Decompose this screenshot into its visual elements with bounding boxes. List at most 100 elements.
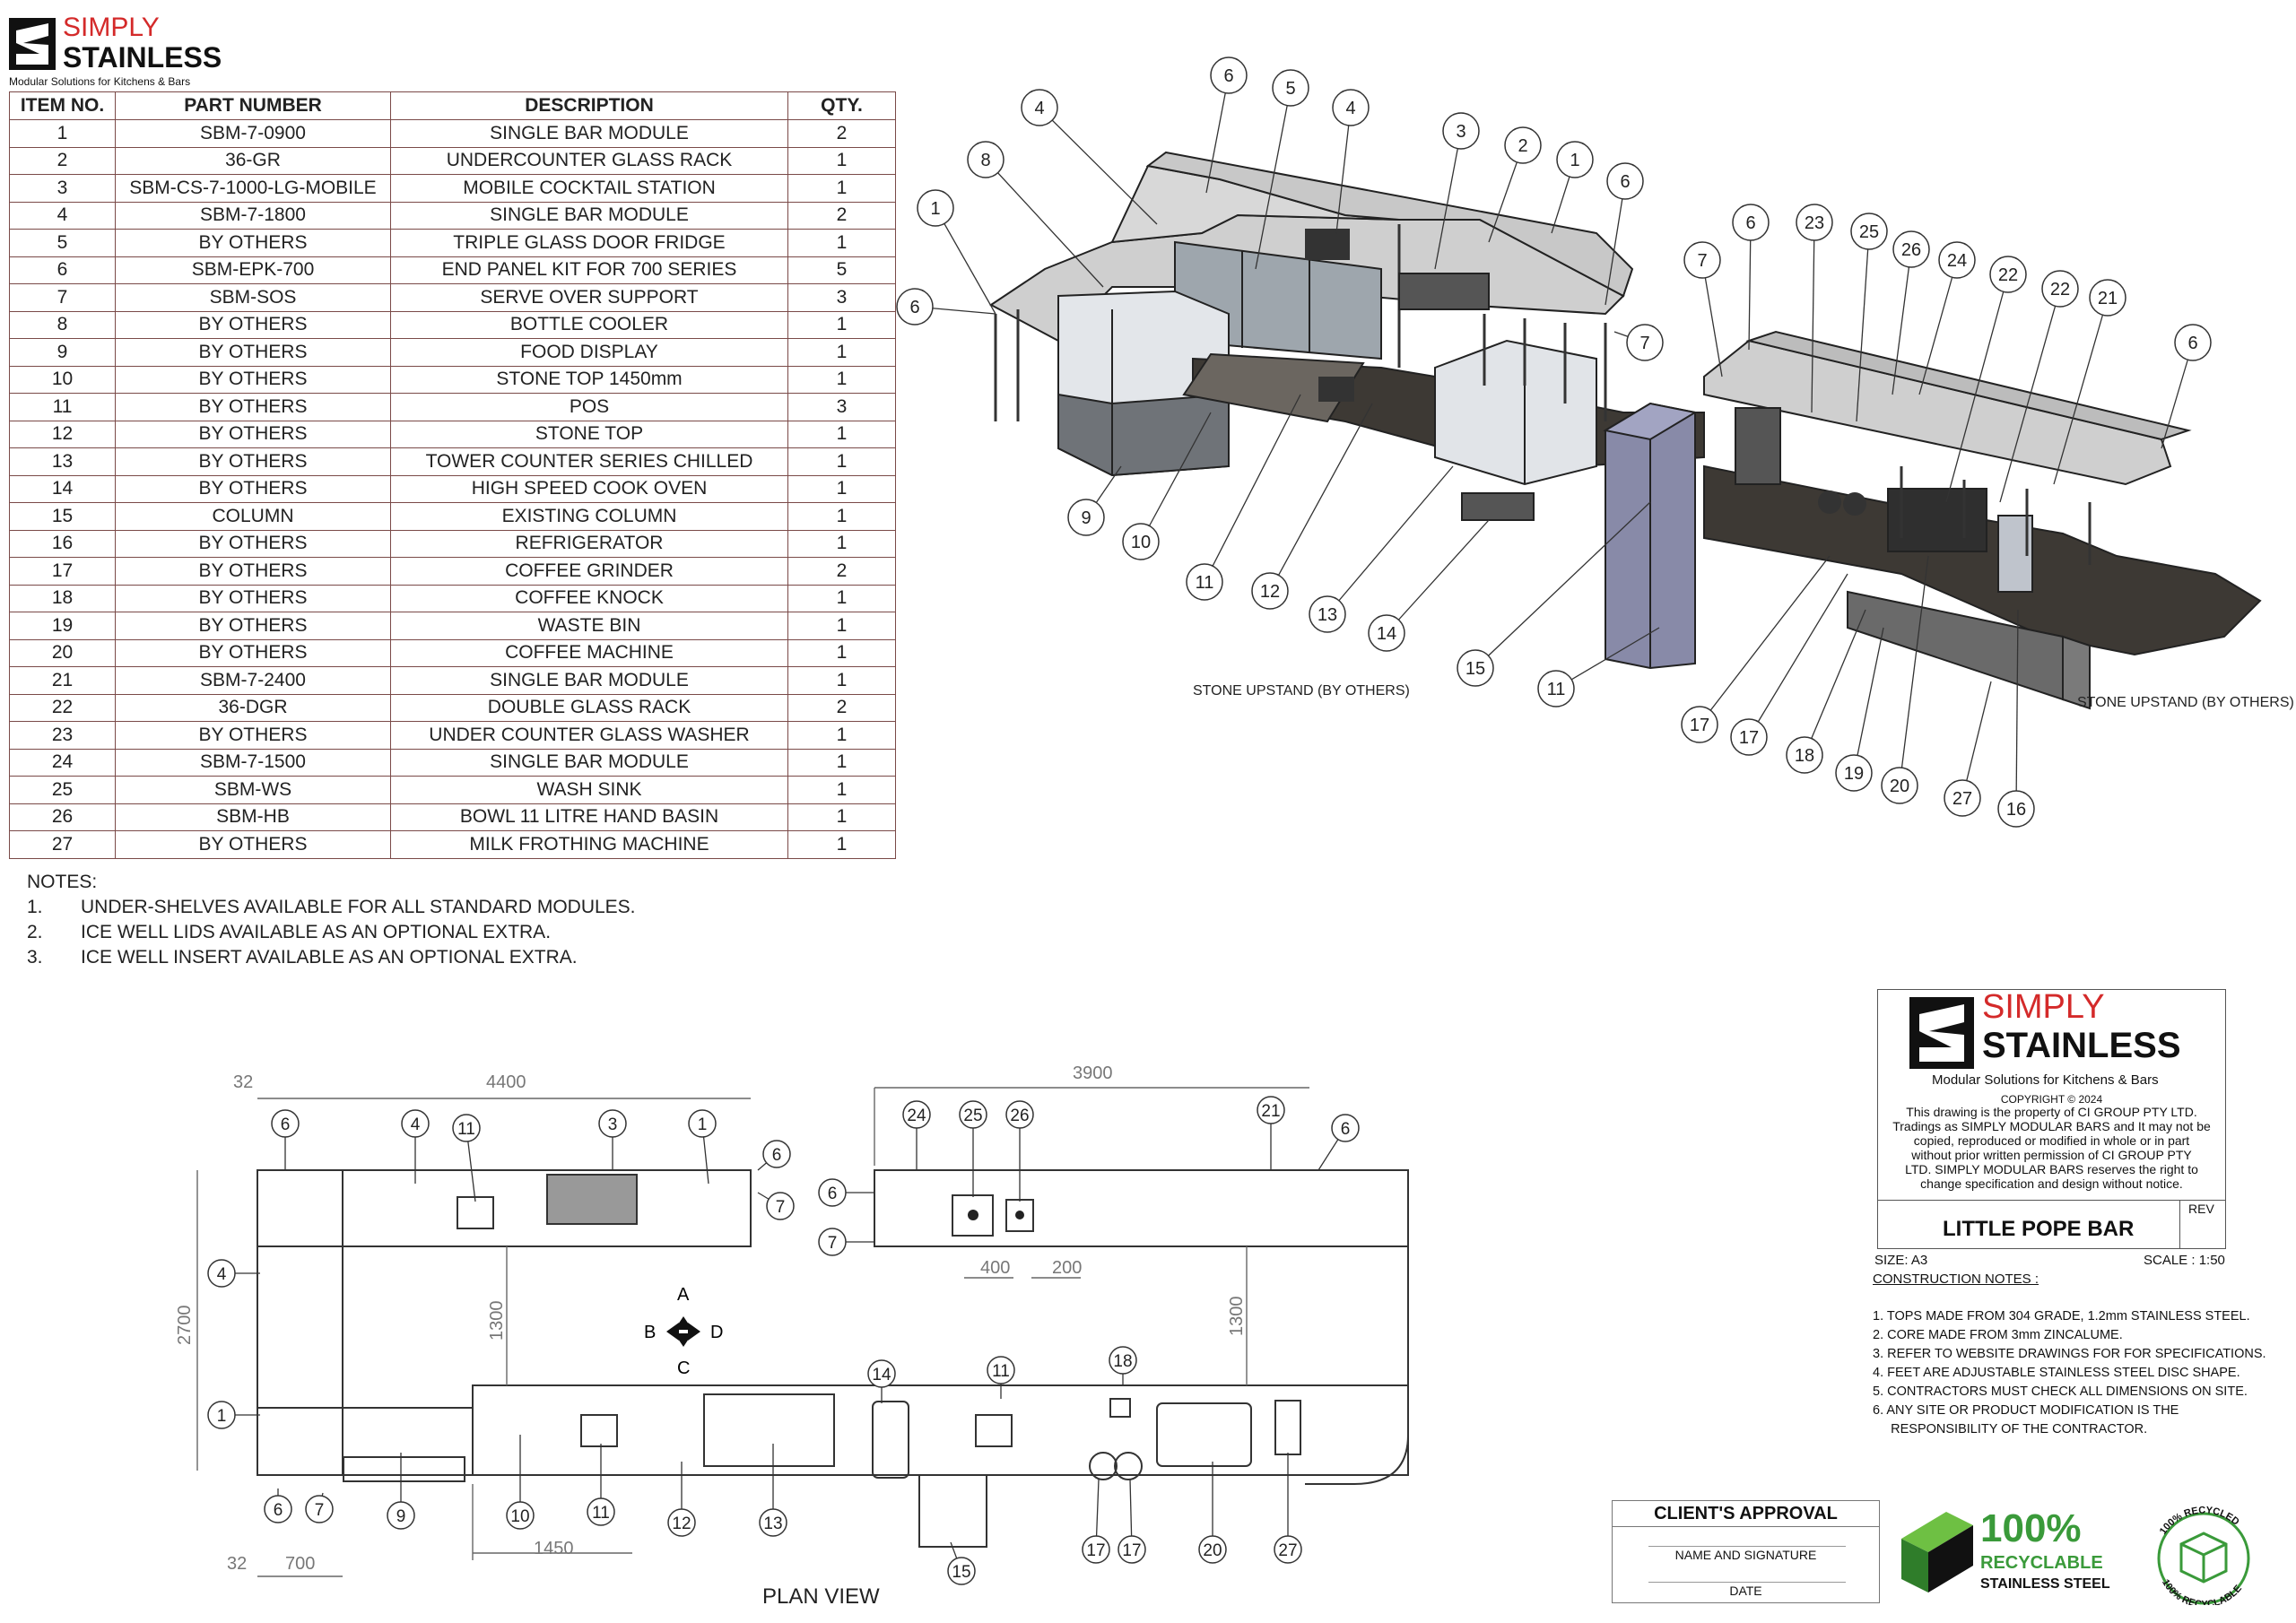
callout-balloon: 11 bbox=[587, 1444, 615, 1526]
logo-name-top: SIMPLY bbox=[63, 13, 160, 42]
dim-bottom-offset: 32 bbox=[227, 1554, 247, 1574]
balloon-label: 11 bbox=[592, 1504, 610, 1523]
balloon-label: 13 bbox=[1318, 605, 1337, 625]
cell-description: END PANEL KIT FOR 700 SERIES bbox=[390, 256, 788, 284]
callout-balloon: 7 bbox=[1683, 241, 1723, 378]
dim-left-width: 4400 bbox=[486, 1072, 526, 1092]
sheet-size: SIZE: A3 bbox=[1874, 1253, 1928, 1268]
balloon-label: 7 bbox=[315, 1501, 325, 1520]
dim-height: 2700 bbox=[175, 1306, 195, 1346]
cell-part-number: BY OTHERS bbox=[115, 420, 391, 448]
balloon-label: 18 bbox=[1113, 1352, 1132, 1371]
balloon-label: 6 bbox=[281, 1115, 291, 1134]
callout-balloon: 20 bbox=[1881, 555, 1929, 804]
balloon-label: 9 bbox=[396, 1507, 406, 1526]
balloon-label: 17 bbox=[1739, 728, 1759, 748]
grinder-icon bbox=[1114, 1452, 1143, 1480]
cell-part-number: SBM-SOS bbox=[115, 283, 391, 312]
balloon-label: 26 bbox=[1010, 1107, 1029, 1125]
balloon-label: 6 bbox=[1620, 172, 1630, 192]
callout-balloon: 7 bbox=[305, 1492, 334, 1523]
callout-balloon: 9 bbox=[1067, 465, 1122, 536]
callout-balloon: 4 bbox=[1021, 89, 1158, 225]
cell-part-number: BY OTHERS bbox=[115, 584, 391, 612]
callout-balloon: 1 bbox=[917, 189, 996, 315]
cell-part-number: BY OTHERS bbox=[115, 830, 391, 859]
cell-description: COFFEE KNOCK bbox=[390, 584, 788, 612]
cell-description: BOTTLE COOLER bbox=[390, 310, 788, 339]
cell-part-number: COLUMN bbox=[115, 502, 391, 531]
cell-qty: 1 bbox=[787, 830, 896, 859]
callout-balloon: 27 bbox=[1274, 1453, 1302, 1564]
project-title: LITTLE POPE BAR bbox=[1943, 1217, 2135, 1241]
callout-balloon: 14 bbox=[1368, 519, 1490, 652]
table-header-row: ITEM NO. PART NUMBER DESCRIPTION QTY. bbox=[9, 91, 896, 120]
callout-balloon: 26 bbox=[1005, 1100, 1034, 1202]
notes: NOTES: 1.UNDER-SHELVES AVAILABLE FOR ALL… bbox=[27, 870, 636, 970]
callout-balloon: 23 bbox=[1796, 204, 1833, 413]
cell-description: TRIPLE GLASS DOOR FRIDGE bbox=[390, 229, 788, 257]
col-part-number: PART NUMBER bbox=[115, 91, 391, 120]
balloon-label: 17 bbox=[1122, 1541, 1141, 1560]
logo-tagline: Modular Solutions for Kitchens & Bars bbox=[9, 75, 191, 88]
balloon-label: 10 bbox=[1131, 533, 1151, 552]
cell-item-no: 7 bbox=[9, 283, 116, 312]
cell-item-no: 6 bbox=[9, 256, 116, 284]
basin-drain-icon bbox=[1015, 1211, 1024, 1219]
cell-description: MILK FROTHING MACHINE bbox=[390, 830, 788, 859]
plan-outline bbox=[257, 1169, 1409, 1548]
balloon-label: 12 bbox=[672, 1515, 691, 1533]
balloon-label: 27 bbox=[1278, 1541, 1297, 1560]
balloon-label: 11 bbox=[1196, 573, 1214, 593]
callout-balloon: 18 bbox=[1109, 1346, 1137, 1385]
cell-part-number: SBM-7-0900 bbox=[115, 119, 391, 148]
cell-description: HIGH SPEED COOK OVEN bbox=[390, 474, 788, 503]
balloon-label: 25 bbox=[963, 1107, 982, 1125]
cell-description: UNDER COUNTER GLASS WASHER bbox=[390, 721, 788, 750]
recycle-badge: 100% RECYCLABLE STAINLESS STEEL 100% REC… bbox=[1901, 1506, 2278, 1605]
callout-balloon: 10 bbox=[506, 1435, 535, 1530]
balloon-label: 6 bbox=[1223, 66, 1233, 86]
recycle-big: 100% bbox=[1980, 1506, 2082, 1550]
logo-icon bbox=[9, 18, 56, 70]
sheet-scale: SCALE : 1:50 bbox=[2144, 1253, 2225, 1268]
logo-name-bottom: STAINLESS bbox=[63, 41, 222, 74]
cell-item-no: 21 bbox=[9, 666, 116, 695]
balloon-label: 19 bbox=[1844, 764, 1864, 784]
cell-qty: 1 bbox=[787, 338, 896, 367]
cell-item-no: 27 bbox=[9, 830, 116, 859]
dim-right-depth: 1300 bbox=[1227, 1297, 1247, 1337]
copyright: COPYRIGHT © 2024 bbox=[2000, 1093, 2103, 1106]
callout-balloon: 10 bbox=[1122, 412, 1212, 560]
balloon-label: 14 bbox=[872, 1366, 891, 1384]
callout-balloon: 17 bbox=[1681, 555, 1831, 743]
cell-qty: 1 bbox=[787, 584, 896, 612]
dim-stone: 1450 bbox=[534, 1539, 574, 1558]
callout-balloon: 6 bbox=[1732, 204, 1770, 351]
cell-qty: 1 bbox=[787, 776, 896, 804]
construction-notes-title: CONSTRUCTION NOTES : bbox=[1873, 1271, 2039, 1287]
callout-balloon: 7 bbox=[757, 1192, 795, 1220]
cell-item-no: 25 bbox=[9, 776, 116, 804]
cell-qty: 1 bbox=[787, 529, 896, 558]
note-item: 1.UNDER-SHELVES AVAILABLE FOR ALL STANDA… bbox=[27, 897, 636, 917]
notes-title: NOTES: bbox=[27, 872, 98, 892]
callout-balloon: 27 bbox=[1944, 681, 1992, 817]
col-item-no: ITEM NO. bbox=[9, 91, 116, 120]
callout-balloon: 11 bbox=[987, 1356, 1015, 1399]
